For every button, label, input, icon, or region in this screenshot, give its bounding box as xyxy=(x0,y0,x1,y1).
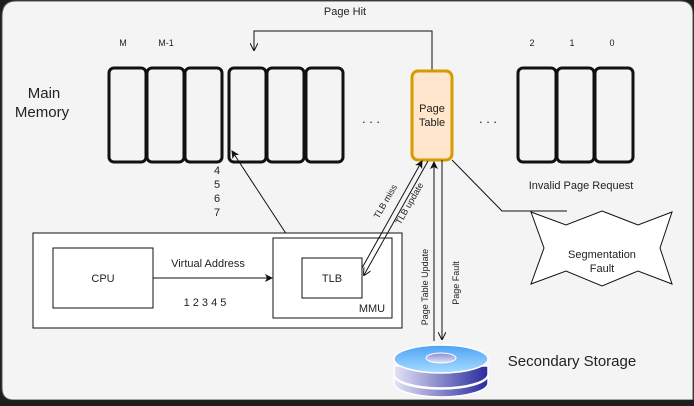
segmentation-fault-label-line2: Fault xyxy=(590,263,614,275)
page-table-update-label: Page Table Update xyxy=(420,249,430,325)
memory-frames-left xyxy=(107,66,345,164)
memory-frame xyxy=(304,66,345,164)
frame-label-1: 1 xyxy=(569,38,574,48)
segmentation-fault-label-line1: Segmentation xyxy=(568,249,636,261)
cpu-box xyxy=(52,247,154,309)
mmu-label: MMU xyxy=(359,303,385,315)
page-fault-label: Page Fault xyxy=(451,261,461,305)
offset-label: 4 xyxy=(214,165,220,177)
page-table-label-line1: Page xyxy=(419,103,445,115)
frame-label-m-1: M-1 xyxy=(158,38,174,48)
frame-label-0: 0 xyxy=(609,38,614,48)
ellipsis-left: . . . xyxy=(362,111,380,126)
frame-label-2: 2 xyxy=(529,38,534,48)
page-hit-label: Page Hit xyxy=(324,6,366,18)
offset-label: 7 xyxy=(214,207,220,219)
page-table-box xyxy=(410,69,454,162)
tlb-box xyxy=(301,257,363,299)
frame-label-m: M xyxy=(119,38,127,48)
offset-label: 6 xyxy=(214,193,220,205)
memory-frame xyxy=(265,66,306,164)
tlb-update-arrow xyxy=(364,160,429,275)
main-memory-label-line2: Memory xyxy=(15,104,70,121)
memory-frames-right xyxy=(516,66,635,164)
tlb-miss-arrow xyxy=(361,160,423,269)
invalid-request-connector xyxy=(451,159,567,212)
ellipsis-right: . . . xyxy=(479,111,497,126)
disk-storage-icon xyxy=(393,344,489,398)
virtual-address-label: Virtual Address xyxy=(171,258,245,270)
segmentation-fault-shape xyxy=(530,210,673,287)
tlb-label: TLB xyxy=(322,273,342,285)
page-hit-arrow xyxy=(254,30,433,70)
memory-frame xyxy=(183,66,224,164)
offset-label: 5 xyxy=(214,179,220,191)
memory-frame xyxy=(593,66,635,164)
main-memory-label-line1: Main xyxy=(28,85,61,102)
page-table-label-line2: Table xyxy=(419,117,445,129)
invalid-page-request-label: Invalid Page Request xyxy=(529,180,634,192)
cpu-label: CPU xyxy=(91,273,114,285)
secondary-storage-label: Secondary Storage xyxy=(508,353,636,370)
address-digits-label: 1 2 3 4 5 xyxy=(184,297,227,309)
